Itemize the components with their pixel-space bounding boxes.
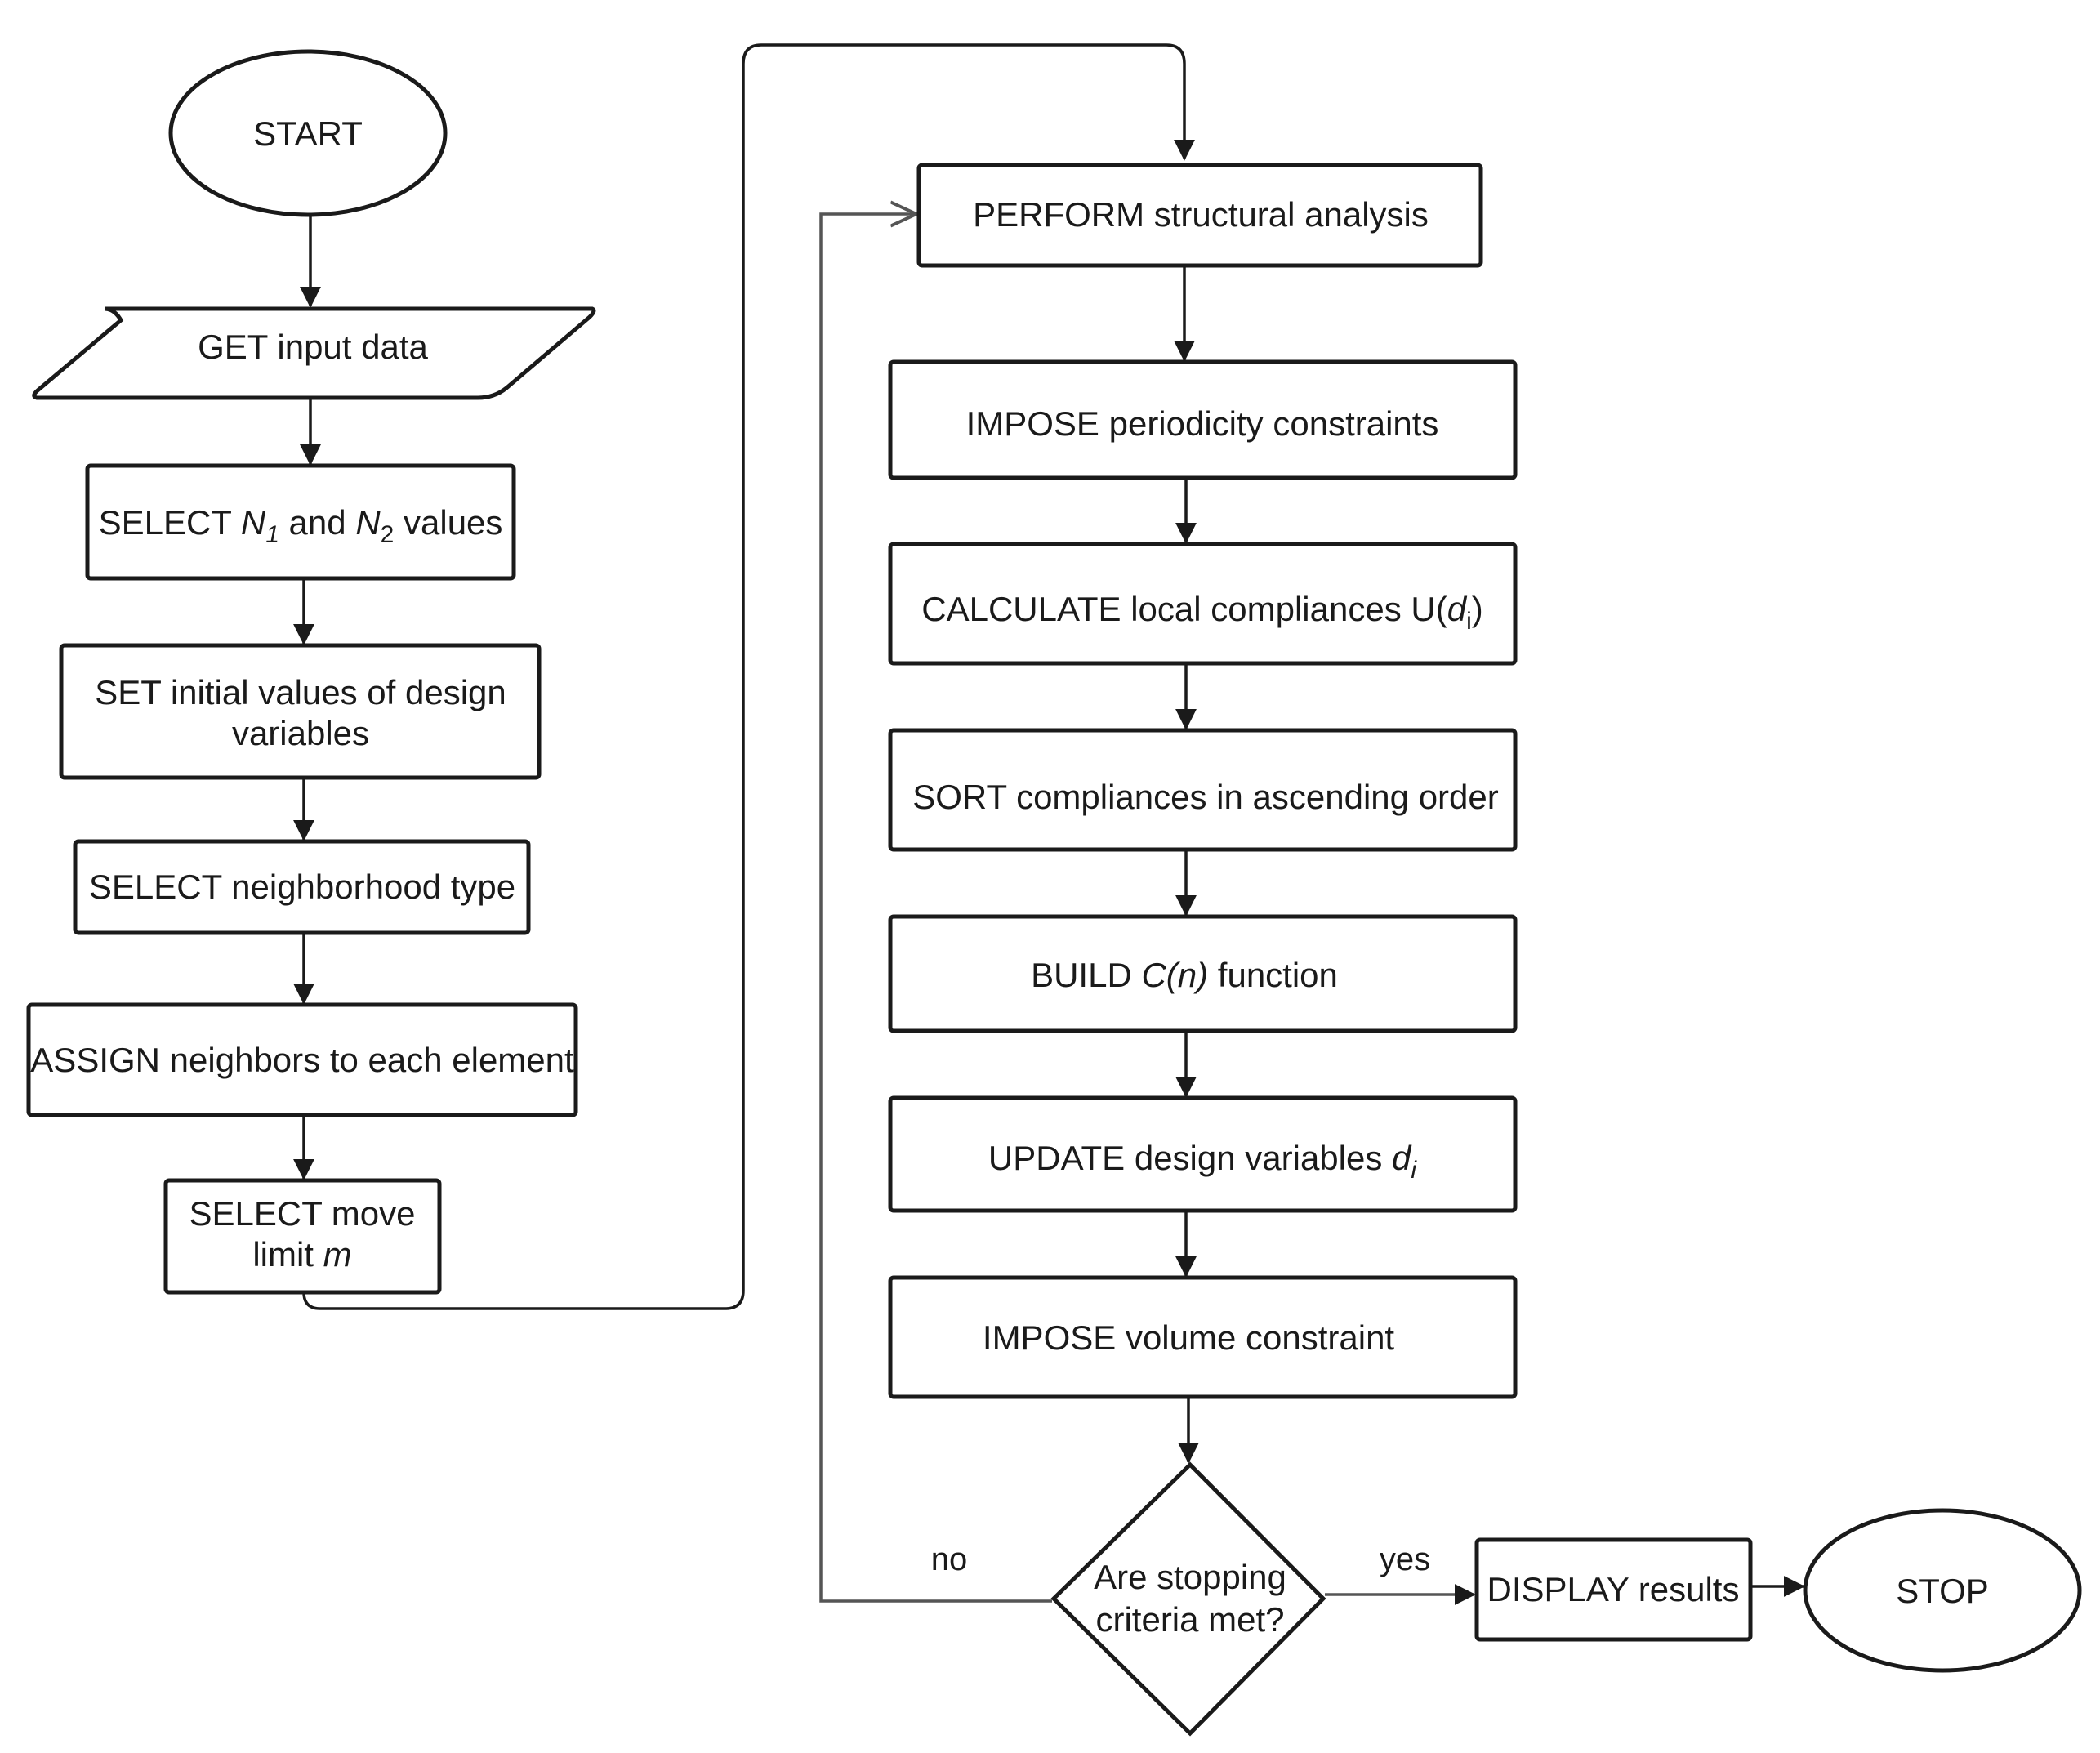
assign-neighbors-node: ASSIGN neighbors to each element [26, 1002, 578, 1117]
perform-node: PERFORM structural analysis [916, 163, 1483, 268]
sort-node: SORT compliances in ascending order [888, 728, 1518, 852]
stop-label: STOP [1896, 1572, 1989, 1610]
impose-periodicity-node: IMPOSE periodicity constraints [888, 359, 1518, 480]
select-n-label: SELECT N1 and N2 values [99, 503, 503, 548]
sort-label: SORT compliances in ascending order [912, 778, 1499, 816]
edge-label-yes: yes [1380, 1541, 1430, 1577]
select-neighborhood-label: SELECT neighborhood type [89, 868, 515, 906]
select-neighborhood-node: SELECT neighborhood type [73, 839, 531, 935]
edge-move-to-perform [302, 43, 1195, 1310]
set-initial-label-line2: variables [232, 714, 369, 752]
update-node: UPDATE design variables di [888, 1095, 1518, 1213]
start-node: START [168, 49, 448, 217]
perform-label: PERFORM structural analysis [973, 195, 1429, 234]
display-node: DISPLAY results [1474, 1537, 1753, 1642]
select-move-label-line1: SELECT move [189, 1194, 416, 1233]
calculate-node: CALCULATE local compliances U(di) [888, 542, 1518, 666]
set-initial-label-line1: SET initial values of design [95, 673, 506, 711]
select-move-node: SELECT move limit m [163, 1178, 442, 1295]
stop-node: STOP [1803, 1508, 2082, 1673]
decision-node: Are stopping criteria met? [1050, 1461, 1326, 1737]
get-input-label: GET input data [198, 328, 428, 366]
edge-decision-no [819, 214, 1052, 1603]
impose-periodicity-label: IMPOSE periodicity constraints [966, 404, 1439, 443]
edge-label-no: no [931, 1541, 968, 1577]
set-initial-node: SET initial values of design variables [59, 643, 542, 780]
impose-volume-node: IMPOSE volume constraint [888, 1275, 1518, 1399]
decision-label-line2: criteria met? [1095, 1600, 1284, 1639]
select-move-label-line2: limit m [252, 1235, 351, 1273]
update-label: UPDATE design variables di [988, 1139, 1417, 1184]
decision-label-line1: Are stopping [1094, 1558, 1286, 1596]
start-label: START [253, 114, 363, 153]
select-n-node: SELECT N1 and N2 values [85, 463, 516, 581]
calculate-label: CALCULATE local compliances U(di) [921, 590, 1482, 635]
get-input-node: GET input data [32, 306, 596, 400]
build-node: BUILD C(n) function [888, 914, 1518, 1033]
build-label: BUILD C(n) function [1031, 956, 1338, 994]
assign-neighbors-label: ASSIGN neighbors to each element [30, 1041, 574, 1079]
display-label: DISPLAY results [1487, 1570, 1740, 1608]
impose-volume-label: IMPOSE volume constraint [983, 1318, 1395, 1357]
connectors [293, 43, 1805, 1605]
